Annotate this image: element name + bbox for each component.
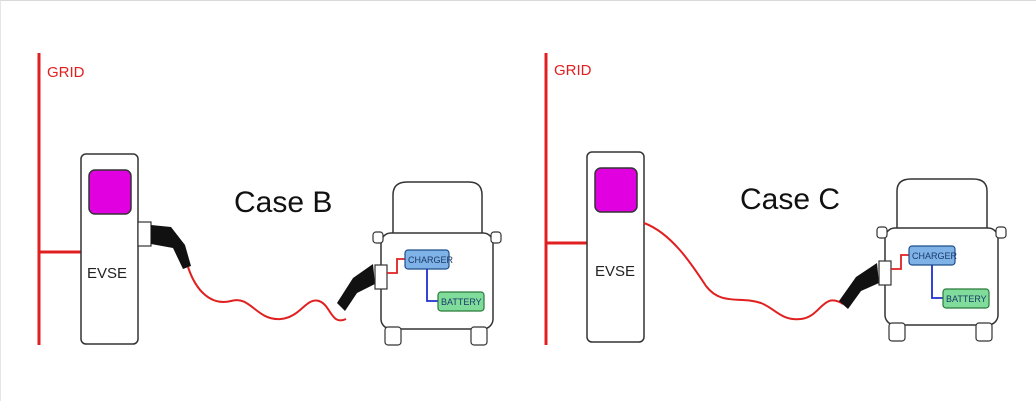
panel-case-b: GRID EVSE Case B CHARGER BATTERY: [37, 53, 502, 346]
mirror-left: [372, 231, 384, 244]
evse-label: EVSE: [87, 265, 127, 282]
grid-label: GRID: [554, 62, 592, 79]
inlet-to-charger-wire: [387, 258, 405, 274]
wheel-left: [384, 326, 402, 346]
car-body: [380, 232, 494, 330]
charger-to-battery-link: [426, 269, 438, 302]
battery-box: [942, 288, 990, 309]
case-label: Case B: [234, 186, 332, 219]
evse-screen: [594, 167, 638, 213]
car-roof: [392, 181, 483, 233]
mirror-right: [490, 231, 502, 244]
battery-box: [437, 291, 485, 312]
charging-cable: [187, 266, 347, 322]
car-inlet: [374, 264, 388, 290]
inlet-to-charger-wire: [891, 254, 909, 270]
battery-label: BATTERY: [441, 297, 482, 307]
case-label: Case C: [740, 183, 840, 216]
car: CHARGER BATTERY: [876, 178, 1007, 342]
wheel-left: [888, 322, 906, 342]
car-roof: [896, 178, 988, 228]
charger-label: CHARGER: [408, 255, 454, 265]
car-plug: [337, 264, 375, 311]
evse-screen: [88, 169, 132, 215]
charging-cable: [643, 222, 844, 321]
mirror-right: [995, 226, 1007, 239]
charger-to-battery-link: [931, 265, 943, 299]
wheel-right: [470, 326, 488, 346]
car-inlet: [878, 260, 892, 286]
charger-label: CHARGER: [912, 251, 958, 261]
mirror-left: [876, 226, 888, 239]
evse-socket: [137, 221, 152, 247]
wheel-right: [975, 322, 993, 342]
grid-label: GRID: [47, 64, 85, 81]
evse-label: EVSE: [595, 263, 635, 280]
car-plug: [839, 263, 879, 309]
panel-case-c: GRID EVSE Case C CHARGER BATTERY: [544, 53, 1007, 345]
evse-plug: [151, 225, 191, 269]
battery-label: BATTERY: [946, 294, 987, 304]
car-body: [884, 227, 999, 326]
car: CHARGER BATTERY: [372, 181, 502, 346]
